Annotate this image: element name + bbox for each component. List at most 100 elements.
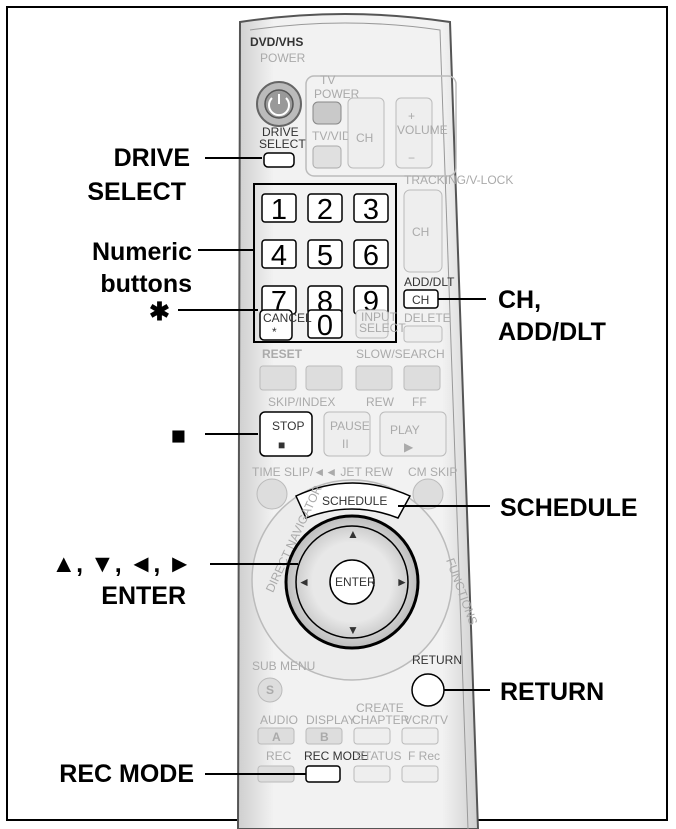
reset-label: RESET: [262, 347, 303, 361]
callout-arrows-2: ENTER: [101, 582, 186, 610]
numeric-key-3[interactable]: [353, 193, 389, 223]
numeric-key-0[interactable]: [307, 309, 343, 339]
slow-search-label: SLOW/SEARCH: [356, 347, 445, 361]
pause-button[interactable]: [323, 411, 371, 457]
tracking-ch-label: CH: [412, 225, 429, 239]
callout-stop: ■: [171, 422, 186, 450]
numeric-key-1[interactable]: [261, 193, 297, 223]
numeric-key-label-4: 4: [271, 240, 287, 272]
tracking-ch-rocker[interactable]: [403, 189, 443, 273]
callout-star: ✱: [149, 298, 170, 326]
cancel-button[interactable]: [259, 309, 293, 341]
skip-forward-button[interactable]: [305, 365, 343, 391]
callout-numeric-2: buttons: [100, 270, 192, 298]
rewind-button[interactable]: [355, 365, 393, 391]
power-label: POWER: [260, 51, 306, 65]
volume-label: VOLUME: [397, 123, 448, 137]
stop-label: STOP: [272, 419, 304, 433]
numeric-key-6[interactable]: [353, 239, 389, 269]
callout-ch-1: CH,: [498, 286, 541, 314]
create-label-1: CREATE: [356, 701, 404, 715]
remote-inner-edge: [249, 22, 469, 829]
display-label: DISPLAY: [306, 713, 356, 727]
vcr-tv-button[interactable]: [401, 727, 439, 745]
return-button[interactable]: [411, 673, 445, 707]
numeric-key-5[interactable]: [307, 239, 343, 269]
tv-power-button[interactable]: [312, 101, 342, 125]
display-button[interactable]: [305, 727, 343, 745]
rew-label: REW: [366, 395, 395, 409]
numeric-pad-frame: [253, 183, 397, 343]
left-arrow-icon: ◄: [298, 575, 310, 589]
dvd-vhs-label: DVD/VHS: [250, 35, 303, 49]
tv-power-label: POWER: [314, 87, 360, 101]
skip-back-button[interactable]: [259, 365, 297, 391]
numeric-key-4[interactable]: [261, 239, 297, 269]
numeric-key-label-1: 1: [271, 194, 287, 226]
delete-label: DELETE: [404, 311, 451, 325]
play-label: PLAY: [390, 423, 420, 437]
ch-button-label: CH: [412, 293, 429, 307]
numeric-key-2[interactable]: [307, 193, 343, 223]
enter-button[interactable]: [329, 559, 375, 605]
f-rec-label: F Rec: [408, 749, 440, 763]
audio-label: AUDIO: [260, 713, 298, 727]
right-arrow-icon: ►: [396, 575, 408, 589]
drive-label-2: SELECT: [259, 137, 306, 151]
schedule-button[interactable]: [295, 482, 412, 519]
tracking-label: TRACKING/V-LOCK: [404, 173, 513, 187]
tv-ch-label: CH: [356, 131, 373, 145]
numeric-key-label-6: 6: [363, 240, 379, 272]
down-arrow-icon: ▼: [347, 623, 359, 637]
stop-button[interactable]: [259, 411, 313, 457]
tv-section-box: [305, 75, 457, 177]
return-button-label: RETURN: [412, 653, 462, 667]
callout-return: RETURN: [500, 678, 604, 706]
play-button[interactable]: [379, 411, 447, 457]
callout-numeric-1: Numeric: [92, 238, 192, 266]
cancel-label: CANCEL: [263, 311, 312, 325]
callout-rec-mode: REC MODE: [59, 760, 194, 788]
numeric-key-label-3: 3: [363, 194, 379, 226]
create-chapter-button[interactable]: [353, 727, 391, 745]
create-label-2: CHAPTER: [352, 713, 410, 727]
sub-menu-label: SUB MENU: [252, 659, 315, 673]
cm-skip-label: CM SKIP: [408, 465, 457, 479]
cm-skip-button[interactable]: [412, 478, 444, 510]
tv-video-button[interactable]: [312, 145, 342, 169]
audio-a-label: A: [272, 730, 281, 744]
volume-minus-icon: −: [408, 151, 415, 165]
fast-forward-button[interactable]: [403, 365, 441, 391]
audio-button[interactable]: [257, 727, 295, 745]
drive-select-button[interactable]: [263, 152, 295, 168]
vcr-tv-label: VCR/TV: [404, 713, 448, 727]
time-slip-label: TIME SLIP/◄◄ JET REW: [252, 465, 394, 479]
numeric-key-label-5: 5: [317, 240, 333, 272]
sub-menu-button[interactable]: [257, 677, 283, 703]
status-button[interactable]: [353, 765, 391, 783]
input-label-2: SELECT: [359, 321, 406, 335]
rec-mode-button[interactable]: [305, 765, 341, 783]
callout-arrows-1: ▲, ▼, ◄, ►: [51, 550, 192, 578]
volume-rocker[interactable]: [395, 97, 433, 169]
tv-label: TV: [320, 73, 335, 87]
time-slip-button[interactable]: [256, 478, 288, 510]
rec-label: REC: [266, 749, 292, 763]
callout-drive-2: SELECT: [87, 178, 186, 206]
tv-ch-rocker[interactable]: [347, 97, 385, 169]
ff-label: FF: [412, 395, 427, 409]
drive-label-1: DRIVE: [262, 125, 299, 139]
numeric-key-label-2: 2: [317, 194, 333, 226]
input-select-button[interactable]: [355, 309, 389, 339]
callout-schedule: SCHEDULE: [500, 494, 638, 522]
play-triangle-icon: ▶: [404, 440, 414, 454]
display-b-label: B: [320, 730, 329, 744]
volume-plus-icon: +: [408, 109, 415, 123]
pause-label: PAUSE: [330, 419, 370, 433]
add-dlt-label: ADD/DLT: [404, 275, 455, 289]
callout-ch-2: ADD/DLT: [498, 318, 606, 346]
delete-button[interactable]: [403, 325, 443, 343]
rec-mode-button-label: REC MODE: [304, 749, 369, 763]
f-rec-button[interactable]: [401, 765, 439, 783]
